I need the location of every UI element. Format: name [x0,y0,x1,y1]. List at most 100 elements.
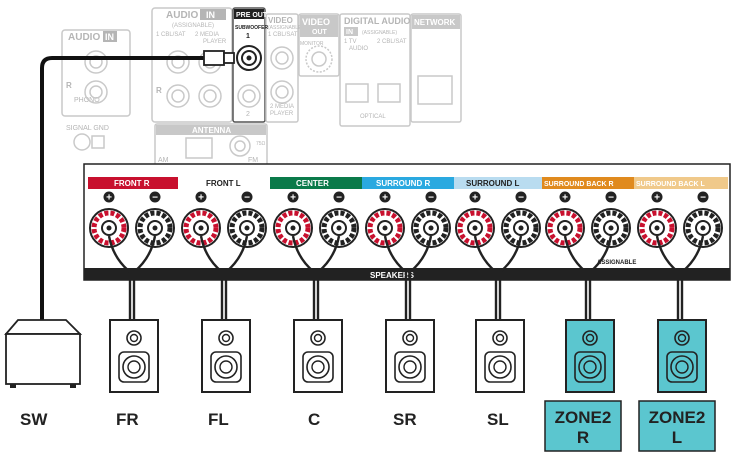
cbl-sat-2-label: 2 CBL/SAT [377,39,407,45]
cbl-l-jack [166,50,190,74]
front-l-plus-pin [198,225,204,231]
video-in-box [265,13,299,123]
network-badge-bg [412,15,460,29]
optical-1-port [345,83,369,103]
fr-label: FR [116,410,139,429]
sr-label: SR [393,410,417,429]
digital-in-label: IN [346,29,353,36]
subwoofer-front [5,333,81,385]
zone2-r-woofer-frame [574,351,606,383]
sr-woofer-inner [403,360,417,374]
surround-back-l-minus-wire [680,235,705,320]
c-woofer-outer [306,355,330,379]
surround-back-l-plus-sign: + [654,193,660,204]
surround-l-minus-marker [515,191,527,203]
front-l-minus-wire [224,235,249,320]
digital-assignable-label: (ASSIGNABLE) [362,30,397,36]
center-plus-marker [287,191,299,203]
antenna-badge-bg [156,125,266,135]
surround-r-minus-sign: − [428,193,434,204]
fr-woofer-frame [118,351,150,383]
front-l-label: FRONT L [206,179,241,188]
zone2-l-woofer-frame [666,351,698,383]
subwoofer-out-jack [236,45,262,71]
surround-r-minus-marker [425,191,437,203]
surround-r-plus-ring [367,210,403,246]
fm-jack-inner [234,140,246,152]
surround-l-minus-pin [518,225,524,231]
front-r-plus-wire [107,235,132,320]
audio-in-assignable-box [151,7,233,123]
surround-back-r-minus-marker [605,191,617,203]
sl-tweeter-outer [492,330,508,346]
video-assignable-label: (ASSIGNABLE) [268,25,303,31]
zone2-r-tweeter-outer [582,330,598,346]
zone2-r-woofer-inner [583,360,597,374]
surround-back-l-label: SURROUND BACK L [636,181,706,188]
front-r-minus-sign: − [152,193,158,204]
surround-r-plus-pin [382,225,388,231]
front-l-plus-ring [183,210,219,246]
surround-back-r-minus-sign: − [608,193,614,204]
surround-l-plus-sign: + [472,193,478,204]
rear-panel [61,7,462,169]
surround-back-l-minus-ring [685,210,721,246]
optical-label: OPTICAL [360,114,386,120]
rca-plug-body [203,50,225,66]
pre-out-box [232,7,266,123]
zone2-r-box [544,400,622,452]
surround-r-plus-sign: + [382,193,388,204]
front-r-minus-ring [137,210,173,246]
center-minus-sign: − [336,193,342,204]
surround-back-r-plus-wire [563,235,588,320]
speakers-label: SPEAKERS [370,271,415,280]
tv-audio-1-label: 1 TV [344,39,357,45]
assignable-terminal-label: ASSIGNABLE [597,260,636,266]
sl-label: SL [487,410,509,429]
surround-r-tab [362,177,454,189]
surround-back-l-minus-marker [697,191,709,203]
rca-plug-tip [223,52,235,64]
surround-back-l-plus-pin [654,225,660,231]
center-tab [270,177,362,189]
sub-2-label: 2 [246,111,250,118]
surround-r-minus-ring [413,210,449,246]
surround-back-r-plus-ring [547,210,583,246]
video-player-label: PLAYER [270,111,294,117]
surround-l-plus-ring [457,210,493,246]
fr-tweeter-inner [129,333,139,343]
front-r-label: FRONT R [114,179,150,188]
optical-2-port [377,83,401,103]
audio-in-mid-badge: IN [206,10,215,20]
front-r-plus-marker [103,191,115,203]
surround-back-l-plus-wire [655,235,680,320]
subwoofer-foot-left [10,384,16,388]
video-in-1-jack-inner [275,51,289,65]
audio-in-phono-box [61,29,131,117]
player-label: PLAYER [203,39,227,45]
center-minus-pin [336,225,342,231]
antenna-label: ANTENNA [192,126,231,135]
sub-1-label: 1 [246,33,250,40]
signal-gnd-knob [91,135,105,149]
sl-woofer-inner [493,360,507,374]
zone2-l-line1: ZONE2 [649,408,706,427]
zone2-l-woofer-outer [670,355,694,379]
phono-label: PHONO [74,97,100,104]
cbl-sat-label: 1 CBL/SAT [156,32,186,38]
audio-in-left-badge: IN [105,32,114,42]
front-l-minus-marker [241,191,253,203]
cbl-r-jack-inner [171,89,185,103]
surround-back-r-label: SURROUND BACK R [544,181,614,188]
video-in-label: VIDEO [268,16,293,25]
sl-woofer-outer [488,355,512,379]
front-l-plus-marker [195,191,207,203]
front-l-plus-wire [199,235,224,320]
surround-back-r-plus-sign: + [562,193,568,204]
ohm-label: 75Ω [256,141,266,147]
cbl-r-jack [166,84,190,108]
fl-tweeter-outer [218,330,234,346]
media-r-jack [198,84,222,108]
sr-tweeter-inner [405,333,415,343]
